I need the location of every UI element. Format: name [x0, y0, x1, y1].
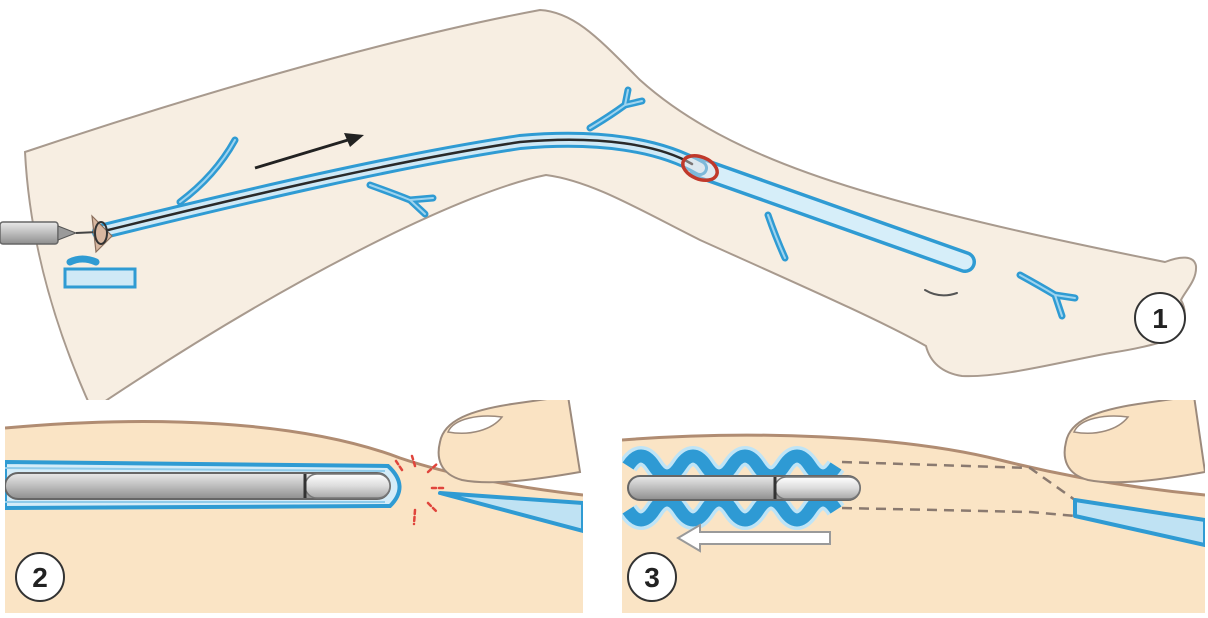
ligated-vein-stub	[70, 259, 96, 262]
panel-2-cross-section: 2	[5, 396, 583, 613]
panel-1-number-badge: 1	[1135, 293, 1185, 343]
panel-3-number-badge: 3	[628, 553, 676, 601]
panel-2-catheter	[5, 473, 390, 499]
panel-3-catheter-tip	[775, 477, 860, 499]
panel-3-cross-section: 3	[622, 396, 1205, 613]
femoral-vein-segment	[65, 269, 135, 287]
panel-2-number-badge: 2	[16, 553, 64, 601]
panel-3-catheter	[628, 476, 860, 500]
panel-3-label: 3	[644, 562, 660, 593]
panel-2-catheter-tip	[305, 474, 390, 498]
panel-2-label: 2	[32, 562, 48, 593]
panel-1-leg-view: 1	[0, 10, 1196, 410]
device-handle	[0, 222, 58, 244]
panel-1-label: 1	[1152, 303, 1168, 334]
